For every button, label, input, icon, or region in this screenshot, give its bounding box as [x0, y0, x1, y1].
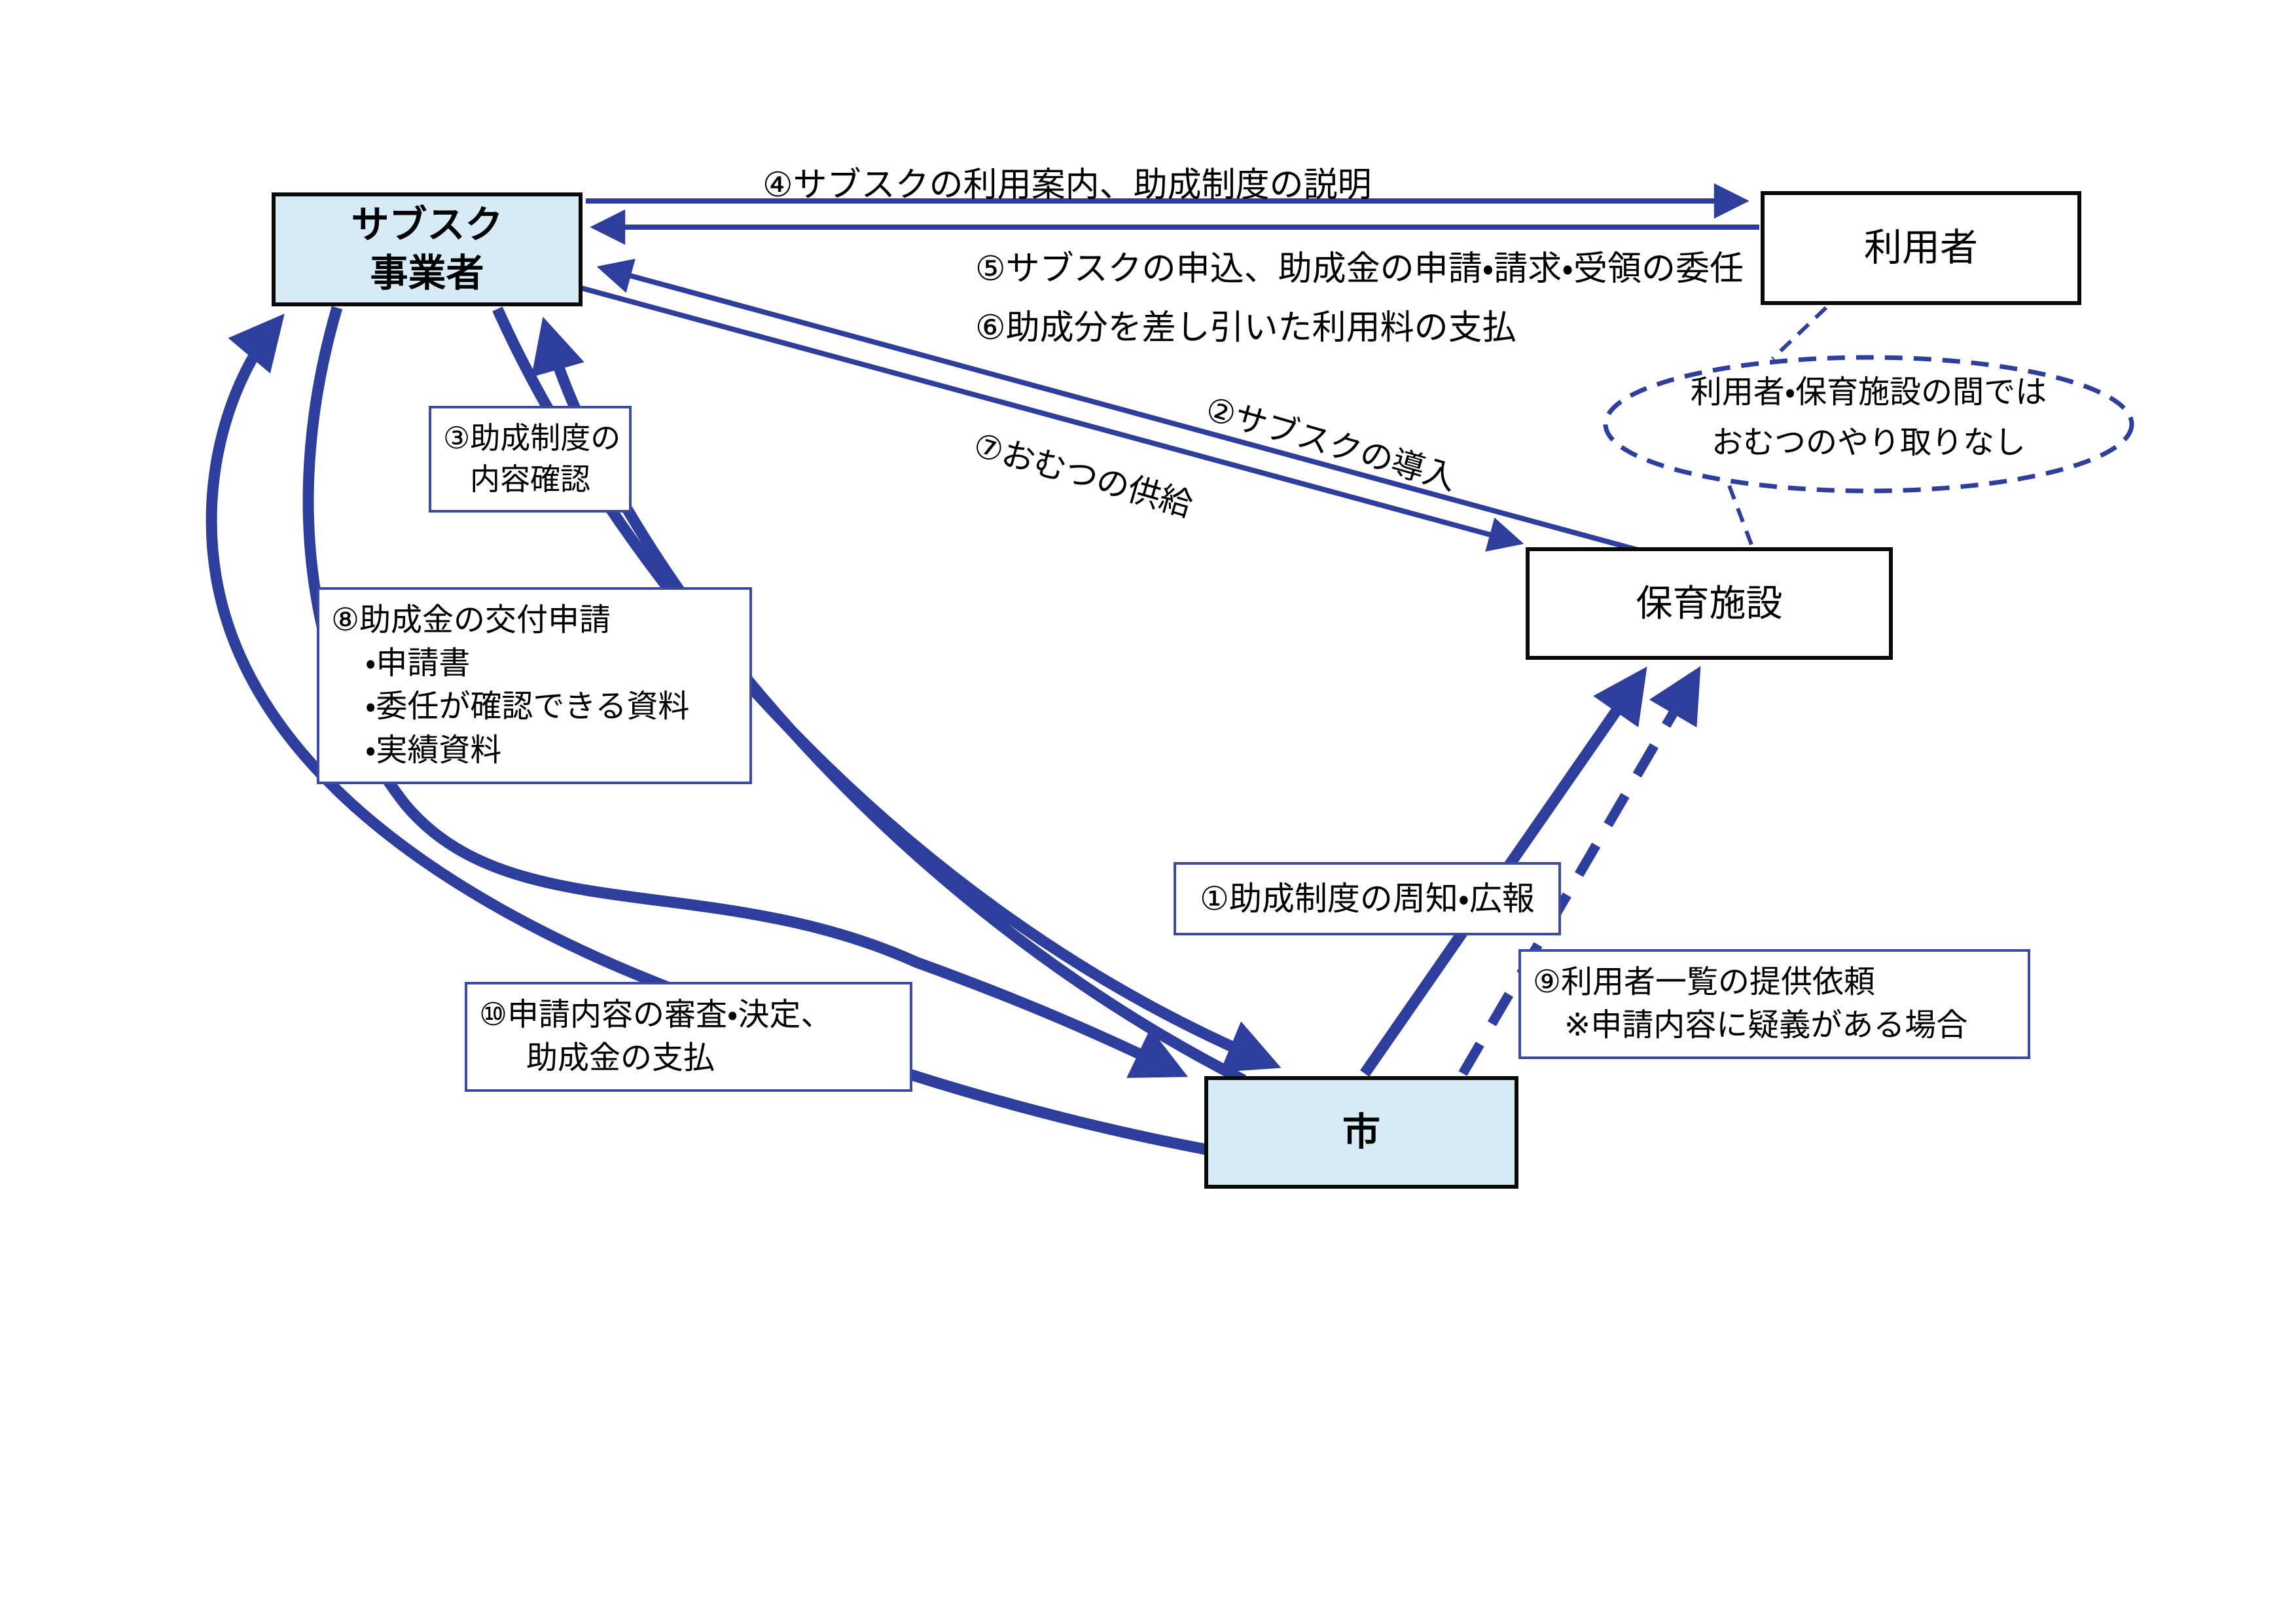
node-city-label: 市: [1342, 1110, 1380, 1153]
caption-3-line1: ③助成制度の: [443, 421, 621, 455]
caption-box-8: ⑧助成金の交付申請 ・申請書 ・委任が確認できる資料 ・実績資料: [317, 587, 752, 784]
arrow-9-city-to-facility-dashed: [1458, 666, 1701, 1076]
caption-8-item2: ・委任が確認できる資料: [365, 689, 690, 725]
caption-5: ⑤サブスクの申込、助成金の申請・請求・受領の委任: [975, 250, 1744, 288]
caption-box-10: ⑩申請内容の審査・決定、 助成金の支払: [465, 982, 912, 1092]
node-subscription-operator: サブスク 事業者: [272, 192, 583, 306]
caption-8-title: ⑧助成金の交付申請: [331, 603, 611, 638]
note-tie-user: [1770, 306, 1828, 361]
node-subscription-operator-label-2: 事業者: [370, 252, 484, 295]
node-childcare-facility: 保育施設: [1526, 547, 1893, 660]
note-tie-facility: [1727, 484, 1753, 546]
node-user-label: 利用者: [1863, 226, 1978, 269]
arrow-7-operator-to-facility: [580, 285, 1524, 552]
caption-9-line1: ⑨利用者一覧の提供依頼: [1533, 965, 1876, 1000]
caption-box-1: ①助成制度の周知・広報: [1174, 862, 1561, 935]
caption-6: ⑥助成分を差し引いた利用料の支払: [975, 309, 1516, 347]
node-subscription-operator-label-1: サブスク: [351, 203, 503, 246]
arrow-8-operator-to-city: [302, 306, 1189, 1078]
caption-9-line2: ※申請内容に疑義がある場合: [1564, 1008, 1968, 1043]
caption-10-line1: ⑩申請内容の審査・決定、: [479, 998, 833, 1032]
note-text: 利用者・保育施設の間では おむつのやり取りなし: [1617, 368, 2121, 469]
note-line1: 利用者・保育施設の間では: [1690, 375, 2047, 410]
caption-8-item3: ・実績資料: [365, 732, 502, 768]
note-line2: おむつのやり取りなし: [1711, 425, 2026, 460]
caption-1-text: ①助成制度の周知・広報: [1200, 880, 1535, 917]
caption-box-9: ⑨利用者一覧の提供依頼 ※申請内容に疑義がある場合: [1518, 949, 2030, 1060]
node-user: 利用者: [1761, 191, 2081, 305]
node-city: 市: [1204, 1076, 1518, 1189]
caption-10-line2: 助成金の支払: [526, 1041, 715, 1076]
caption-8-item1: ・申請書: [365, 646, 471, 681]
caption-box-3: ③助成制度の 内容確認: [429, 406, 632, 513]
node-childcare-facility-label: 保育施設: [1636, 583, 1783, 624]
caption-3-line2: 内容確認: [470, 462, 590, 497]
arrow-10-city-to-operator: [206, 314, 1211, 1156]
caption-4: ④サブスクの利用案内、助成制度の説明: [762, 166, 1372, 204]
note-ellipse: [1603, 355, 2134, 494]
arrow-2-facility-to-operator: [596, 259, 1639, 552]
